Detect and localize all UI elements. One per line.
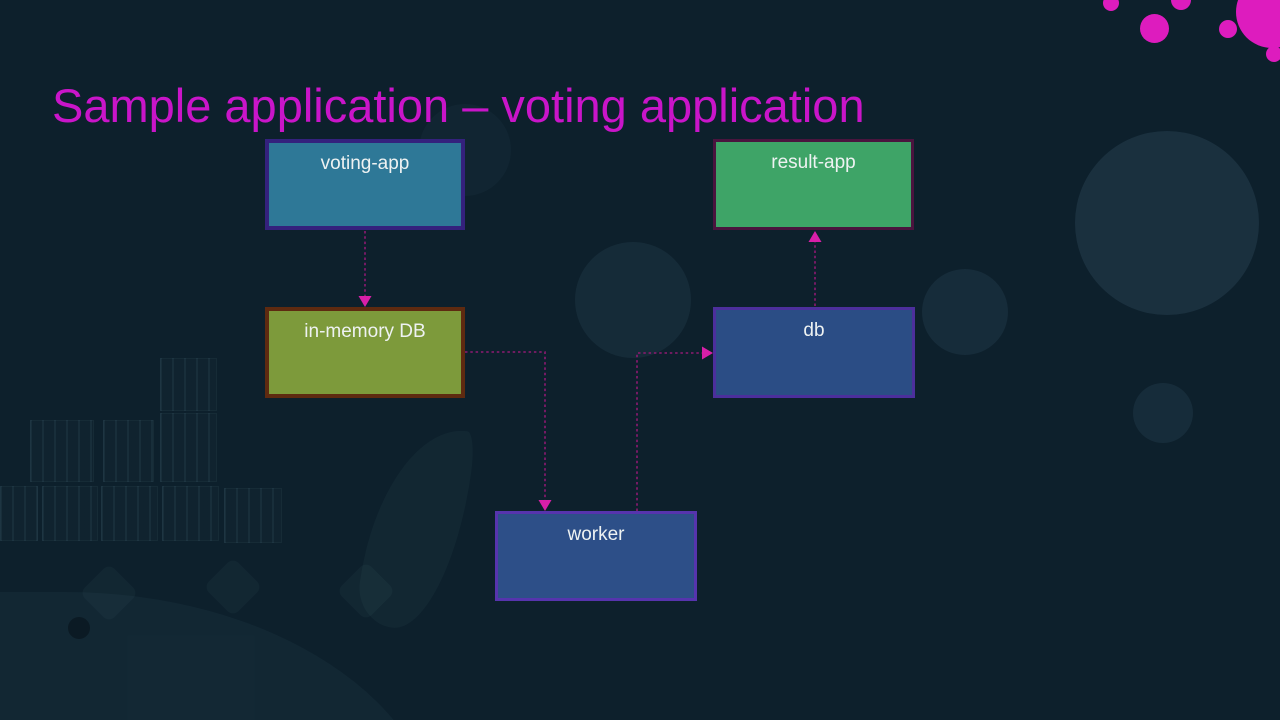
- arrowhead-db: [702, 346, 713, 360]
- node-in-memory-db: in-memory DB: [265, 307, 465, 398]
- whale-tail-icon: [354, 419, 477, 636]
- node-label: in-memory DB: [304, 321, 426, 342]
- decorative-dot: [1266, 46, 1280, 62]
- container-stack-icon: [42, 486, 98, 541]
- node-label: result-app: [771, 152, 856, 173]
- edge-in-memory-db-to-worker: [465, 351, 546, 503]
- whale-body-icon: [0, 592, 440, 720]
- background-circle: [1133, 383, 1193, 443]
- arrowhead-result-app: [808, 231, 822, 242]
- container-stack-icon: [160, 358, 217, 411]
- node-result-app: result-app: [713, 139, 914, 230]
- node-label: worker: [567, 524, 625, 545]
- container-stack-icon: [224, 488, 282, 543]
- arrowhead-worker: [538, 500, 552, 511]
- arrowhead-in-memory-db: [358, 296, 372, 307]
- node-db: db: [713, 307, 915, 398]
- whale-eye-icon: [68, 617, 90, 639]
- container-stack-icon: [103, 420, 154, 482]
- background-circle: [1075, 131, 1259, 315]
- decorative-dot: [1219, 20, 1237, 38]
- container-stack-icon: [162, 486, 219, 541]
- background-circle: [575, 242, 691, 358]
- wave-bump-icon: [79, 563, 139, 623]
- decorative-dot: [1140, 14, 1169, 43]
- wave-bump-icon: [203, 557, 263, 617]
- decorative-dot: [1171, 0, 1191, 10]
- decorative-dot: [1236, 0, 1280, 48]
- wave-bump-icon: [336, 561, 396, 621]
- container-stack-icon: [30, 420, 94, 482]
- node-worker: worker: [495, 511, 697, 601]
- background-circle: [922, 269, 1008, 355]
- node-label: db: [803, 320, 825, 341]
- node-voting-app: voting-app: [265, 139, 465, 230]
- container-stack-icon: [101, 486, 158, 541]
- container-stack-icon: [160, 413, 217, 482]
- container-stack-icon: [0, 486, 38, 541]
- edge-worker-to-db: [636, 352, 703, 511]
- page-title: Sample application – voting application: [52, 79, 865, 133]
- decorative-dot: [1103, 0, 1119, 11]
- node-label: voting-app: [320, 153, 410, 174]
